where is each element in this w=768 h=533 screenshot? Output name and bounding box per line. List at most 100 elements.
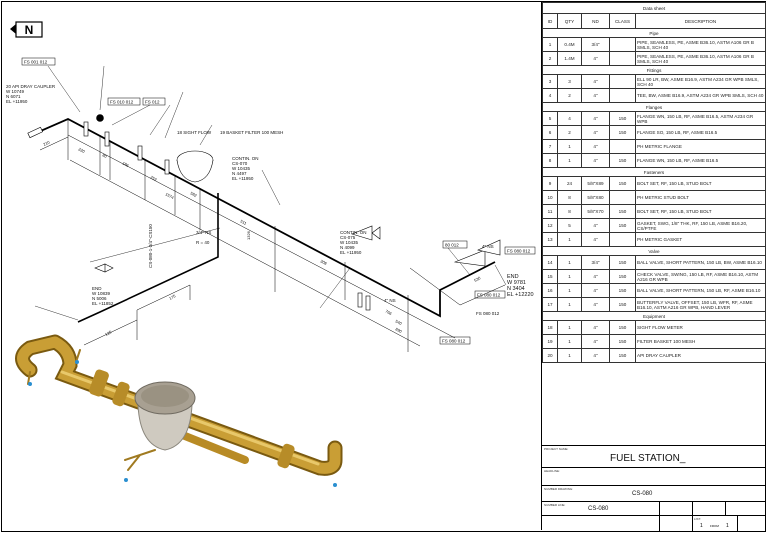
svg-text:890: 890	[395, 326, 404, 334]
cell-class: 150	[609, 320, 636, 335]
cell-class	[609, 88, 636, 103]
cell-class: 150	[609, 348, 636, 363]
section-title: Pipe	[542, 28, 766, 38]
cell-qty: 1	[557, 348, 582, 363]
cell-id: 7	[542, 139, 558, 154]
line-id-label: CS-080-1-3/4"-CS150	[148, 224, 153, 268]
cell-id: 13	[542, 232, 558, 247]
drawing-number-label: NUMBER DRAWING:	[544, 487, 574, 491]
line-number-label: NUMBER LINE:	[544, 503, 566, 507]
cell-desc: PH METRIC FLANGE	[635, 139, 766, 154]
col-description: DESCRIPTION	[635, 13, 766, 29]
tag-fs010: FS 010 012	[110, 100, 134, 105]
list-label: LIST:	[694, 517, 701, 521]
section-row-pipe: Pipe	[542, 28, 766, 38]
section-row-valve: Valve	[542, 246, 766, 256]
cell-desc: FLANGE WN, 150 LB, RF, ASME B16.5, ASTM …	[635, 111, 766, 126]
pipe-branch	[77, 193, 219, 323]
branch-ns-label: 3/4" NS	[196, 230, 211, 235]
svg-text:511: 511	[240, 218, 249, 226]
pipe-fittings	[27, 114, 501, 311]
cell-qty: 8	[557, 190, 582, 205]
cell-qty: 8	[557, 204, 582, 219]
col-class: CLASS	[609, 13, 636, 29]
tag-80: 80 012	[445, 243, 459, 248]
section-row-fittings: Fittings	[542, 65, 766, 75]
cell-qty: 1	[557, 255, 582, 270]
cell-class	[609, 74, 636, 89]
cell-id: 2	[542, 51, 558, 66]
cell-desc: TEE, BW, ASME B16.9, ASTM A234 GR WPB SM…	[635, 88, 766, 103]
cell-desc: PIPE, SEAMLESS, PE, ASME B36.10, ASTM A1…	[635, 37, 766, 52]
cell-class	[609, 232, 636, 247]
cell-qty: 1	[557, 283, 582, 298]
svg-text:80: 80	[102, 152, 109, 159]
cell-desc: PH METRIC STUD BOLT	[635, 190, 766, 205]
cell-id: 5	[542, 111, 558, 126]
cell-qty: 4	[557, 111, 582, 126]
section-title: Equipment	[542, 311, 766, 321]
cell-desc: BALL VALVE, SHORT PATTERN, 150 LB, BW, A…	[635, 255, 766, 270]
cell-desc: FLANGE SO, 150 LB, RF, ASME B16.5	[635, 125, 766, 140]
cell-id: 15	[542, 269, 558, 284]
dimension-labels: 210 220 80 186 253 1574 582 511 1326 308…	[42, 139, 482, 337]
cell-nd: 4"	[581, 218, 610, 233]
list-from: FROM	[710, 524, 719, 528]
cell-class: 150	[609, 111, 636, 126]
cell-class: 150	[609, 255, 636, 270]
cell-nd: 3/4"	[581, 37, 610, 52]
cell-id: 9	[542, 176, 558, 191]
bill-of-materials-table: Data sheet ID QTY ND CLASS DESCRIPTION P…	[542, 2, 766, 363]
svg-text:220: 220	[78, 146, 87, 154]
north-label: N	[25, 23, 34, 37]
sight-flow-label: 18 SIGHT FLOW	[177, 130, 212, 135]
3d-pipe-model	[15, 334, 343, 487]
cell-nd: 4"	[581, 334, 610, 349]
list-total: 1	[726, 523, 729, 529]
cell-desc: BUTTERFLY VALVE, OFFSET, 150 LB, WFR, RF…	[635, 297, 766, 312]
cell-desc: SIGHT FLOW METER	[635, 320, 766, 335]
cell-id: 18	[542, 320, 558, 335]
cell-class	[609, 51, 636, 66]
cell-qty: 0.4M	[557, 37, 582, 52]
cell-id: 20	[542, 348, 558, 363]
svg-text:530: 530	[473, 275, 482, 283]
tag-fs012: FS 012	[145, 100, 160, 105]
cell-desc: API DRAY CAUPLER	[635, 348, 766, 363]
pipe-run-main	[35, 118, 496, 318]
cell-class: 150	[609, 218, 636, 233]
cell-id: 16	[542, 283, 558, 298]
tag-fs080c: FS 080 012	[442, 339, 466, 344]
cell-nd: 4"	[581, 283, 610, 298]
cell-nd: 5/8"X89	[581, 176, 610, 191]
cell-nd: 4"	[581, 232, 610, 247]
svg-text:582: 582	[190, 190, 199, 198]
cell-qty: 1	[557, 153, 582, 168]
cell-nd: 5/8"X80	[581, 190, 610, 205]
cell-id: 4	[542, 88, 558, 103]
cell-nd: 4"	[581, 51, 610, 66]
cell-id: 1	[542, 37, 558, 52]
leader-lines	[34, 65, 507, 321]
cell-class	[609, 37, 636, 52]
cell-class: 150	[609, 153, 636, 168]
cell-qty: 1	[557, 297, 582, 312]
cell-qty: 5	[557, 218, 582, 233]
cell-nd: 4"	[581, 74, 610, 89]
basket-filter-label: 19 BASKET FILTER 100 MESH	[220, 130, 283, 135]
